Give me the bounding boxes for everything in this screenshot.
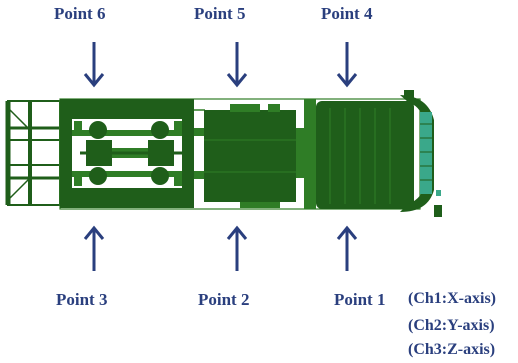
- vehicle-top-view: [8, 90, 442, 217]
- arrow-down-icon: [338, 42, 356, 85]
- rear-axle-block: [60, 99, 194, 208]
- arrow-up-icon: [338, 228, 356, 271]
- engine-block: [204, 104, 304, 208]
- rear-frame: [8, 101, 60, 205]
- arrow-up-icon: [85, 228, 103, 271]
- mid-frame: [194, 110, 205, 179]
- arrow-down-icon: [228, 42, 246, 85]
- arrow-up-icon: [228, 228, 246, 271]
- arrow-down-icon: [85, 42, 103, 85]
- cab: [304, 90, 442, 217]
